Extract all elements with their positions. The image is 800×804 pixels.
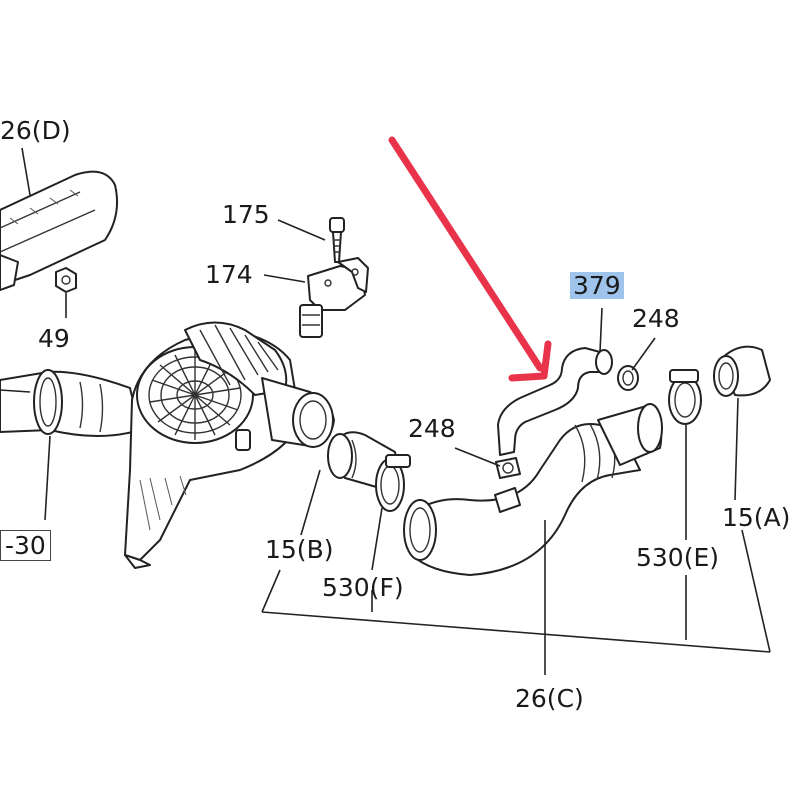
callout-15a: 15(A) xyxy=(722,503,791,532)
bolt-49 xyxy=(55,267,77,293)
callout-248-lower: 248 xyxy=(408,414,456,443)
callout-175: 175 xyxy=(222,200,270,229)
hose-30 xyxy=(0,369,141,437)
callout-530f: 530(F) xyxy=(322,573,404,602)
callout-26c: 26(C) xyxy=(515,684,584,713)
callout-530e: 530(E) xyxy=(636,543,720,572)
sensor-174 xyxy=(299,257,369,338)
callout-379-highlighted: 379 xyxy=(570,272,624,299)
hose-379 xyxy=(497,347,613,456)
hose-26c xyxy=(403,403,663,576)
leader-lines xyxy=(0,147,771,675)
air-cleaner-housing xyxy=(124,321,335,569)
clamp-530f xyxy=(375,454,411,512)
coupler-15a xyxy=(713,345,771,397)
callout-30: -30 xyxy=(0,530,51,561)
clip-248-upper xyxy=(617,365,639,391)
duct-26d xyxy=(0,170,118,291)
clip-248-lower xyxy=(495,457,521,479)
callout-248-upper: 248 xyxy=(632,304,680,333)
callout-174: 174 xyxy=(205,260,253,289)
callout-49: 49 xyxy=(38,324,70,353)
callout-26d: 26(D) xyxy=(0,116,71,145)
callout-15b: 15(B) xyxy=(265,535,334,564)
arrow-shaft xyxy=(388,136,544,372)
bolt-175 xyxy=(329,217,345,263)
annotation-arrow xyxy=(388,136,552,382)
arrow-head xyxy=(508,340,552,382)
clamp-530e xyxy=(668,369,702,425)
